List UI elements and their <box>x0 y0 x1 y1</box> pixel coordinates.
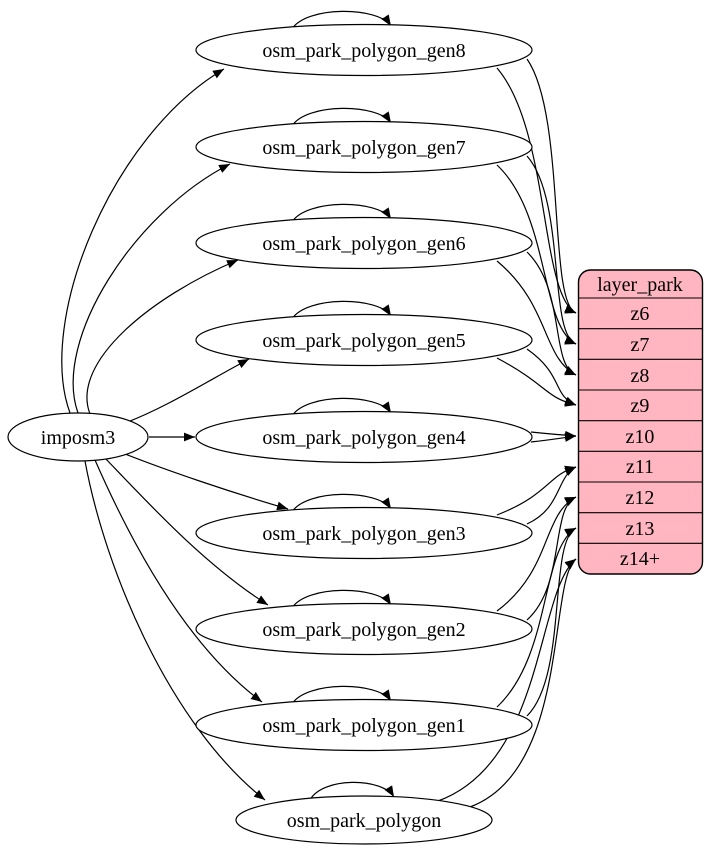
node-osm-park-polygon-gen8: osm_park_polygon_gen8 <box>195 23 533 77</box>
self-loop-gen8 <box>291 10 392 30</box>
edge-gen2-z12-b <box>496 496 577 612</box>
table-row-z12: z12 <box>626 487 655 509</box>
self-loop-edges <box>291 10 395 801</box>
edge-imposm3-polygon <box>84 460 266 801</box>
table-row-z13: z13 <box>626 518 655 540</box>
self-loop-gen7 <box>291 107 392 127</box>
layer-park-table: layer_park z6 z7 z8 z9 z10 z11 z12 z13 z… <box>577 269 704 575</box>
table-row-z9: z9 <box>631 395 650 417</box>
edge-imposm3-gen6 <box>86 259 239 415</box>
self-loop-gen2 <box>291 589 392 609</box>
gen3-ellipse <box>195 506 533 560</box>
edge-imposm3-gen1 <box>94 459 263 703</box>
gen8-label: osm_park_polygon_gen8 <box>262 40 465 62</box>
polygon-label: osm_park_polygon <box>287 810 441 832</box>
table-row-z7: z7 <box>631 334 650 356</box>
edge-gen7-z7-a <box>526 155 577 345</box>
edge-gen8-z6-a <box>526 58 577 314</box>
edges-to-layer-park <box>437 58 577 808</box>
gen1-label: osm_park_polygon_gen1 <box>262 715 465 737</box>
self-loop-gen6 <box>291 203 392 223</box>
gen7-ellipse <box>195 120 533 174</box>
edge-gen4-z10-b <box>530 433 577 443</box>
edge-gen5-z9-a <box>526 348 577 406</box>
edge-imposm3-gen5 <box>124 358 250 424</box>
gen8-ellipse <box>195 23 533 77</box>
edge-gen1-z13-a <box>526 527 577 717</box>
node-osm-park-polygon-gen6: osm_park_polygon_gen6 <box>195 216 533 270</box>
edge-imposm3-gen2 <box>104 457 269 606</box>
edge-gen3-z11-b <box>496 465 577 516</box>
gen6-ellipse <box>195 216 533 270</box>
polygon-ellipse <box>235 795 493 845</box>
table-row-z8: z8 <box>631 365 650 387</box>
gen6-label: osm_park_polygon_gen6 <box>262 233 465 255</box>
node-osm-park-polygon-gen4: osm_park_polygon_gen4 <box>195 410 533 464</box>
edge-imposm3-gen8 <box>61 68 225 414</box>
table-row-z14: z14+ <box>620 548 660 570</box>
self-loop-gen3 <box>291 493 392 513</box>
table-row-z10: z10 <box>626 426 655 448</box>
self-loop-polygon <box>309 781 395 801</box>
gen5-ellipse <box>195 313 533 367</box>
self-loop-gen1 <box>291 685 392 705</box>
node-osm-park-polygon-gen7: osm_park_polygon_gen7 <box>195 120 533 174</box>
node-osm-park-polygon-gen1: osm_park_polygon_gen1 <box>195 698 533 752</box>
gen4-label: osm_park_polygon_gen4 <box>262 427 465 449</box>
table-row-z11: z11 <box>626 456 654 478</box>
table-row-z6: z6 <box>631 303 650 325</box>
edge-polygon-z14-b <box>437 558 577 802</box>
node-osm-park-polygon: osm_park_polygon <box>235 795 493 845</box>
imposm3-ellipse <box>7 412 149 462</box>
imposm3-label: imposm3 <box>41 427 115 449</box>
edge-imposm3-gen3 <box>119 451 289 511</box>
gen2-ellipse <box>195 602 533 656</box>
edge-polygon-z14-a <box>469 558 577 808</box>
node-osm-park-polygon-gen5: osm_park_polygon_gen5 <box>195 313 533 367</box>
edges-from-imposm3 <box>61 68 289 801</box>
edge-gen1-z13-b <box>496 527 577 708</box>
edge-imposm3-gen7 <box>72 163 231 414</box>
layer-park-outline <box>577 269 704 575</box>
edge-gen6-z8-b <box>496 260 577 376</box>
node-osm-park-polygon-gen3: osm_park_polygon_gen3 <box>195 506 533 560</box>
edge-gen8-z6-b <box>496 67 577 314</box>
node-osm-park-polygon-gen2: osm_park_polygon_gen2 <box>195 602 533 656</box>
edge-gen2-z12-a <box>526 496 577 621</box>
gen2-label: osm_park_polygon_gen2 <box>262 619 465 641</box>
edge-gen5-z9-b <box>496 357 577 407</box>
edge-gen4-z10-a <box>530 430 577 440</box>
gen3-label: osm_park_polygon_gen3 <box>262 523 465 545</box>
layer-park-title: layer_park <box>597 274 683 296</box>
self-loop-gen4 <box>291 397 392 417</box>
gen7-label: osm_park_polygon_gen7 <box>262 137 465 159</box>
gen4-ellipse <box>195 410 533 464</box>
gen5-label: osm_park_polygon_gen5 <box>262 330 465 352</box>
edge-gen6-z8-a <box>526 251 577 376</box>
layer-park-row-separators <box>578 297 703 544</box>
self-loop-gen5 <box>291 300 392 320</box>
node-imposm3: imposm3 <box>7 412 149 462</box>
edge-gen7-z7-b <box>496 164 577 345</box>
gen1-ellipse <box>195 698 533 752</box>
